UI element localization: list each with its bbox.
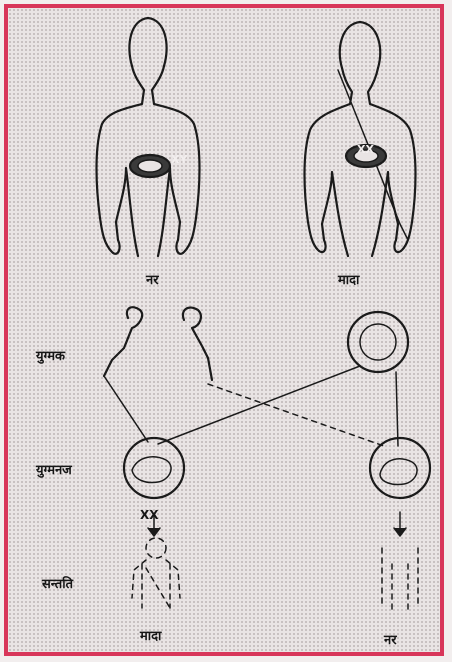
male-parent-label: नर (146, 270, 159, 288)
zygote-row-label: युग्मनज (36, 460, 72, 478)
male-body-outline (97, 18, 200, 256)
offspring-female-label: मादा (140, 626, 161, 644)
offspring-male-figure (382, 548, 418, 612)
female-chromosome-label: XX (357, 143, 374, 156)
zygote-left-chromosome-label: XX (140, 508, 159, 522)
female-gamete-egg (348, 312, 408, 372)
fertilization-lines (112, 366, 398, 446)
zygote-left (124, 438, 184, 498)
female-parent-label: मादा (338, 270, 359, 288)
offspring-row-label: सन्तति (42, 574, 73, 592)
offspring-male-label: नर (384, 630, 397, 648)
male-gonad (130, 155, 170, 177)
offspring-female-figure (132, 538, 180, 608)
gametes-row-label: युग्मक (36, 346, 65, 364)
zygote-right (370, 438, 430, 498)
male-chromosome-label: XY (171, 153, 187, 166)
female-body-outline (305, 22, 416, 256)
sex-determination-diagram (8, 8, 448, 660)
arrow-to-offspring-right (394, 512, 406, 536)
diagram-frame: XY XX नर मादा युग्मक युग्मनज सन्तति XX म… (4, 4, 444, 656)
male-gamete-shapes (104, 307, 212, 388)
